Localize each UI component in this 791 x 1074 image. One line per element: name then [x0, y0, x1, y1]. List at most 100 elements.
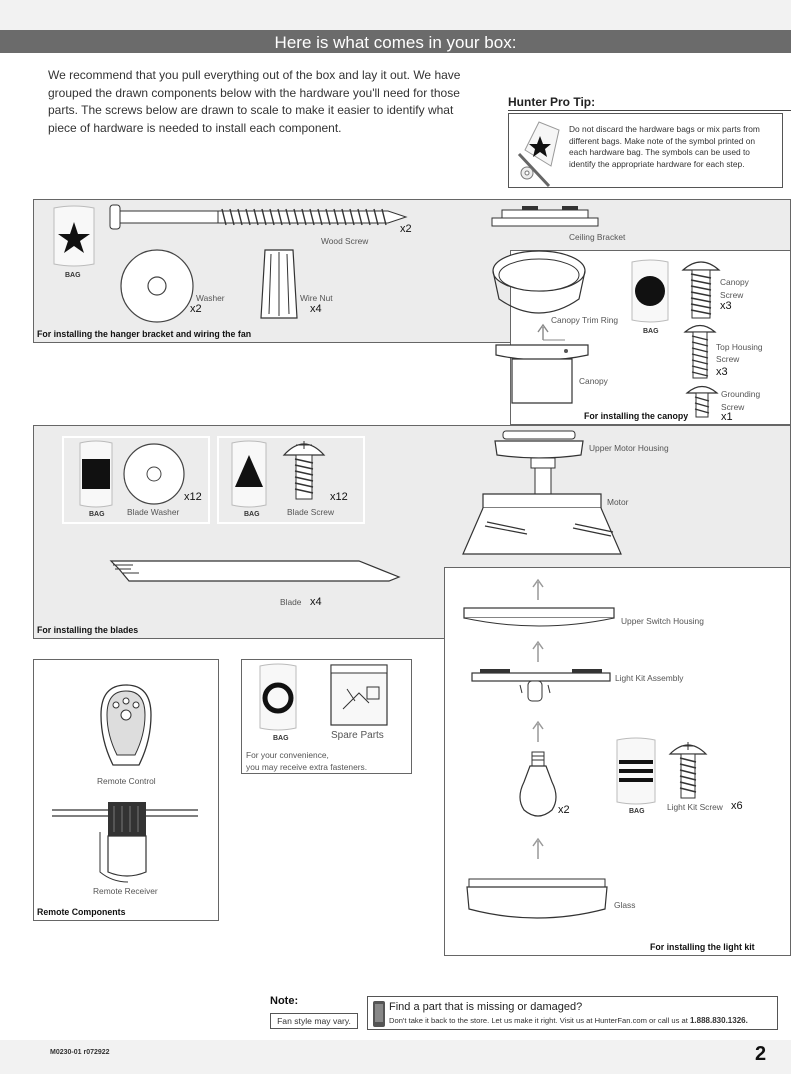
blade-screw-icon — [282, 441, 326, 500]
arrow-up-icon — [532, 578, 544, 600]
remote-receiver-label: Remote Receiver — [93, 886, 158, 896]
help-phone-number: 1.888.830.1326. — [689, 1016, 748, 1025]
grounding-screw-icon — [685, 385, 719, 418]
hanger-caption: For installing the hanger bracket and wi… — [37, 329, 252, 339]
circle-bag-label: BAG — [643, 328, 659, 335]
footer-strip — [0, 1040, 791, 1074]
top-housing-screw-qty: x3 — [716, 366, 728, 378]
star-bag-icon — [53, 205, 95, 267]
page-title: Here is what comes in your box: — [274, 33, 517, 52]
wood-screw-label: Wood Screw — [321, 236, 369, 246]
upper-switch-housing-icon — [463, 607, 615, 627]
blade-qty: x4 — [310, 596, 322, 608]
blade-washer-label: Blade Washer — [127, 507, 180, 517]
arrow-up-icon — [532, 837, 544, 859]
washer-label: Washer — [196, 293, 225, 303]
light-kit-assembly-label: Light Kit Assembly — [615, 673, 684, 683]
ceiling-bracket-icon — [491, 206, 599, 227]
blade-washer-box — [62, 436, 210, 524]
light-bulb-qty: x2 — [558, 804, 570, 816]
square-bag-label: BAG — [89, 511, 105, 518]
spare-parts-bag-icon — [330, 664, 388, 726]
header-bar: Here is what comes in your box: — [0, 30, 791, 53]
intro-paragraph: We recommend that you pull everything ou… — [48, 68, 461, 135]
washer-qty: x2 — [190, 303, 202, 315]
grounding-screw-label-2: Screw — [721, 402, 745, 412]
wire-nut-label: Wire Nut — [300, 293, 333, 303]
remote-caption: Remote Components — [37, 907, 126, 917]
help-title: Find a part that is missing or damaged? — [389, 1001, 583, 1013]
motor-label: Motor — [607, 497, 629, 507]
blade-screw-box — [217, 436, 365, 524]
canopy-screw-icon — [681, 261, 721, 319]
document-code: M0230-01 r072922 — [50, 1049, 110, 1056]
spare-parts-label: Spare Parts — [331, 730, 384, 741]
pro-tip-box: Do not discard the hardware bags or mix … — [508, 113, 783, 188]
light-kit-assembly-icon — [471, 669, 611, 702]
upper-switch-housing-label: Upper Switch Housing — [621, 616, 704, 626]
lines-bag-label: BAG — [629, 808, 645, 815]
help-box: Find a part that is missing or damaged? … — [367, 996, 778, 1030]
arrow-up-icon — [532, 640, 544, 662]
phone-icon — [373, 1001, 385, 1027]
canopy-screw-qty: x3 — [720, 300, 732, 312]
blades-caption: For installing the blades — [37, 625, 139, 635]
top-housing-screw-icon — [683, 324, 717, 379]
pro-tip-text: Do not discard the hardware bags or mix … — [569, 124, 760, 169]
remote-control-icon — [100, 684, 152, 766]
canopy-label: Canopy — [579, 376, 608, 386]
canopy-trim-ring-label: Canopy Trim Ring — [551, 315, 619, 325]
remote-control-label: Remote Control — [97, 776, 156, 786]
pro-tip-rule — [508, 110, 791, 111]
note-title: Note: — [270, 995, 299, 1007]
blade-screw-qty: x12 — [330, 491, 348, 503]
grounding-screw-qty: x1 — [721, 411, 733, 423]
wood-screw-icon — [109, 204, 408, 230]
circle-bag-icon — [631, 259, 669, 323]
grounding-screw-label-1: Grounding — [721, 389, 761, 399]
light-kit-caption: For installing the light kit — [650, 942, 755, 952]
blade-label: Blade — [280, 597, 302, 607]
ring-bag-label: BAG — [273, 735, 289, 742]
wire-nut-icon — [260, 249, 298, 319]
wire-nut-qty: x4 — [310, 303, 322, 315]
blade-icon — [109, 560, 401, 582]
top-housing-screw-label-2: Screw — [716, 354, 740, 364]
arrow-up-icon — [532, 720, 544, 742]
lines-bag-icon — [616, 737, 656, 805]
note-box: Fan style may vary. — [270, 1013, 358, 1029]
ring-bag-icon — [259, 663, 297, 731]
canopy-trim-ring-icon — [492, 250, 586, 314]
motor-icon — [462, 457, 622, 555]
washer-icon — [120, 249, 194, 323]
glass-label: Glass — [614, 900, 636, 910]
glass-icon — [466, 878, 608, 919]
light-kit-screw-qty: x6 — [731, 800, 743, 812]
canopy-screw-label-1: Canopy — [720, 277, 749, 287]
canopy-icon — [495, 344, 589, 404]
help-text: Don't take it back to the store. Let us … — [389, 1016, 748, 1025]
hardware-bag-icon — [517, 121, 560, 188]
canopy-screw-label-2: Screw — [720, 290, 744, 300]
canopy-caption: For installing the canopy — [584, 411, 689, 421]
pro-tip-title: Hunter Pro Tip: — [508, 95, 596, 109]
top-strip — [0, 0, 791, 30]
wood-screw-qty: x2 — [400, 223, 412, 235]
upper-motor-housing-label: Upper Motor Housing — [589, 443, 669, 453]
light-kit-screw-icon — [668, 742, 708, 799]
blade-washer-icon — [123, 443, 185, 505]
ceiling-bracket-label: Ceiling Bracket — [569, 232, 626, 242]
page-number: 2 — [755, 1043, 767, 1065]
spare-note-line-1: For your convenience, — [246, 750, 329, 760]
help-message: Don't take it back to the store. Let us … — [389, 1016, 690, 1025]
light-kit-screw-label: Light Kit Screw — [667, 802, 723, 812]
arrow-icon — [537, 323, 565, 341]
upper-motor-housing-icon — [494, 430, 584, 459]
star-bag-label: BAG — [65, 272, 81, 279]
spare-note-line-2: you may receive extra fasteners. — [246, 762, 368, 772]
remote-receiver-icon — [52, 802, 198, 883]
blade-screw-label: Blade Screw — [287, 507, 335, 517]
top-housing-screw-label-1: Top Housing — [716, 342, 763, 352]
triangle-bag-label: BAG — [244, 511, 260, 518]
triangle-bag-icon — [231, 440, 267, 508]
